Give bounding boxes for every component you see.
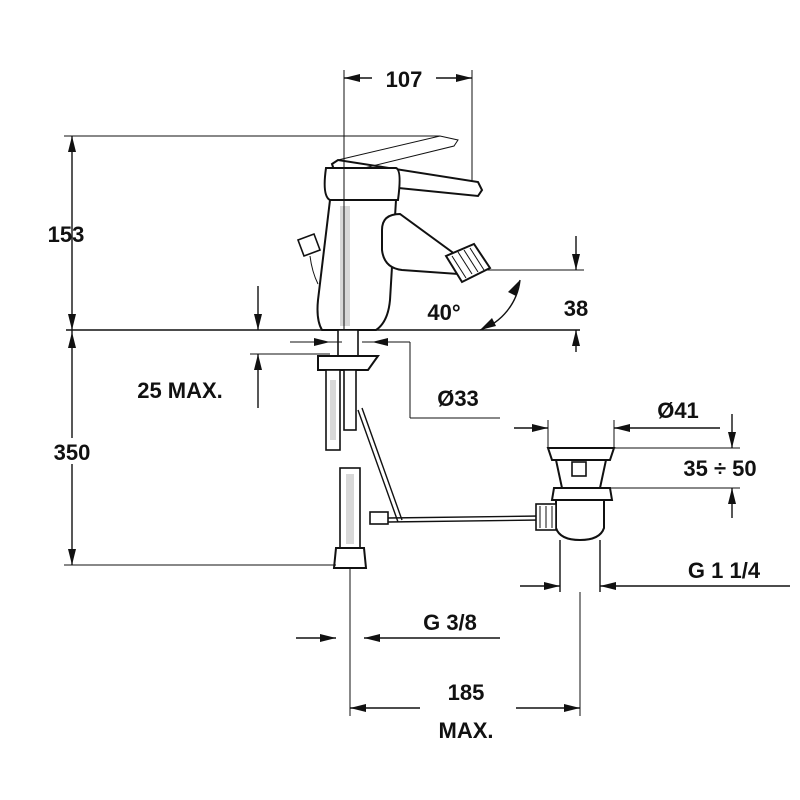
dimension-width-107: 107 <box>343 66 473 330</box>
dimension-supply-thread: G 3/8 <box>296 610 500 642</box>
label-angle-40: 40° <box>427 300 460 325</box>
label-diameter-33: Ø33 <box>437 386 479 411</box>
label-350: 350 <box>54 440 91 465</box>
dimension-offset-185: 185 MAX. <box>349 568 581 743</box>
dimension-hole-33: Ø33 <box>290 338 500 419</box>
dimension-drain-35-50: 35 ÷ 50 <box>610 414 757 518</box>
label-153: 153 <box>48 222 85 247</box>
dimension-angle-40: 40° <box>410 279 521 331</box>
pop-up-waste <box>535 447 616 592</box>
label-35-50: 35 ÷ 50 <box>683 456 756 481</box>
label-g-1-1-4: G 1 1/4 <box>688 558 761 583</box>
dimension-length-350: 350 <box>30 330 336 566</box>
under-deck-assembly <box>66 329 580 569</box>
dimension-drain-41: Ø41 <box>514 398 720 448</box>
label-25-max: 25 MAX. <box>137 378 223 403</box>
label-107: 107 <box>386 67 423 92</box>
dimension-drain-thread: G 1 1/4 <box>520 558 790 590</box>
label-185-max: MAX. <box>439 718 494 743</box>
dimension-spout-38: 38 <box>486 236 588 352</box>
dimension-height-153: 153 <box>48 135 440 330</box>
label-g-3-8: G 3/8 <box>423 610 477 635</box>
label-185: 185 <box>448 680 485 705</box>
label-38: 38 <box>564 296 588 321</box>
dimension-deck-25: 25 MAX. <box>137 286 330 408</box>
mixer-body <box>296 135 492 331</box>
label-diameter-41: Ø41 <box>657 398 699 423</box>
